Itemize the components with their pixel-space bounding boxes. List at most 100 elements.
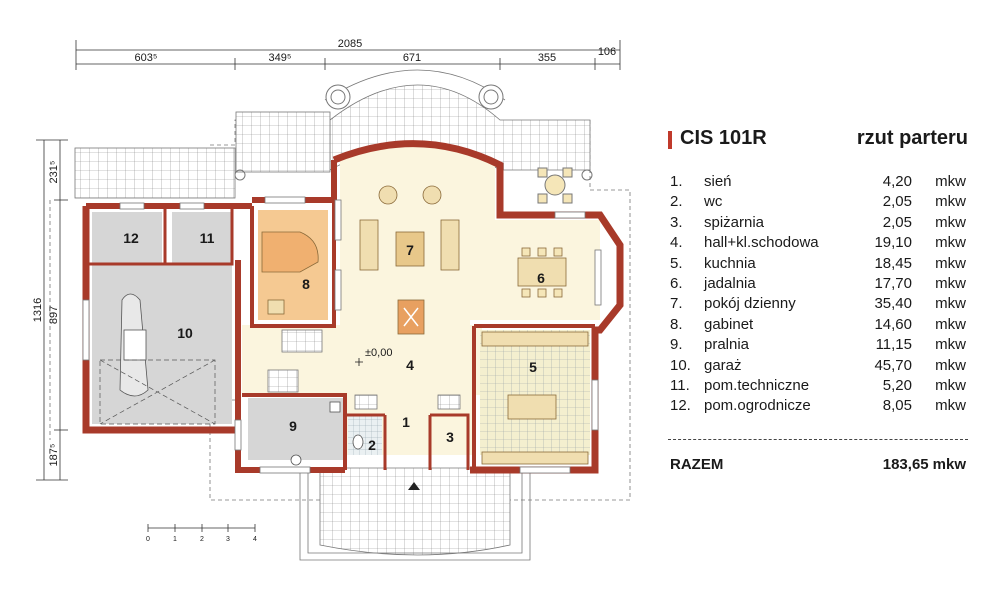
room-number: 2. — [670, 193, 683, 211]
room-label-4: 4 — [406, 357, 414, 373]
room-area: 14,60 — [874, 315, 912, 333]
room-label-12: 12 — [123, 230, 139, 246]
terrace-bottom — [299, 467, 531, 561]
room-label-3: 3 — [446, 429, 454, 445]
room-unit: mkw — [935, 336, 966, 354]
room-number: 11. — [670, 376, 690, 394]
dimension-left-1: 231⁵ — [48, 161, 60, 184]
room-row: 6. jadalnia 17,70 mkw — [668, 274, 968, 294]
room-name: jadalnia — [704, 274, 756, 292]
roof-outline — [49, 119, 631, 501]
dimension-top-3: 671 — [403, 52, 421, 64]
room-name: spiżarnia — [704, 213, 765, 231]
room-name: wc — [704, 193, 723, 211]
room-label-8: 8 — [302, 276, 310, 292]
scale-tick-2: 2 — [200, 536, 204, 543]
room-name: sień — [704, 173, 732, 190]
furniture — [119, 185, 589, 466]
room-row: 5. kuchnia 18,45 mkw — [668, 254, 968, 274]
room-area: 17,70 — [874, 274, 912, 292]
room-unit: mkw — [935, 356, 966, 374]
windows — [82, 196, 602, 474]
room-number: 5. — [670, 254, 683, 272]
room-unit: mkw — [935, 234, 966, 252]
project-code: CIS 101R — [680, 127, 767, 149]
room-number: 10. — [670, 356, 691, 374]
room-name: pom.ogrodnicze — [704, 397, 811, 415]
room-number: 3. — [670, 213, 683, 231]
scale-bar — [147, 524, 256, 532]
scale-tick-0: 0 — [146, 536, 150, 543]
garage-door-lines — [99, 359, 216, 425]
room-area: 4,20 — [882, 173, 912, 190]
legend-divider — [668, 438, 968, 440]
room-area: 19,10 — [874, 234, 912, 252]
room-number: 1. — [670, 173, 683, 190]
dimension-top-5: 106 — [598, 46, 616, 58]
room-name: gabinet — [704, 315, 754, 333]
dimension-top-1: 603⁵ — [135, 52, 158, 64]
room-unit: mkw — [935, 274, 966, 292]
room-area: 2,05 — [882, 213, 912, 231]
floor-plan: 1 2 3 4 5 6 7 8 9 10 11 12 ±0,00 2085 60… — [32, 38, 631, 561]
room-row: 2. wc 2,05 mkw — [668, 192, 968, 212]
level-marker: ±0,00 — [365, 347, 392, 359]
dimension-left-total: 1316 — [32, 298, 44, 322]
scale-tick-3: 3 — [226, 536, 230, 543]
room-label-1: 1 — [402, 414, 410, 430]
room-area: 5,20 — [882, 376, 912, 394]
dimension-left-3: 187⁵ — [48, 444, 60, 467]
room-number: 12. — [670, 397, 691, 415]
room-label-10: 10 — [177, 325, 193, 341]
dimension-top — [75, 40, 621, 70]
room-name: garaż — [704, 356, 742, 374]
room-unit: mkw — [935, 193, 966, 211]
room-name: kuchnia — [704, 254, 756, 272]
dimension-overall: 2085 — [338, 38, 362, 50]
total-label: RAZEM — [670, 455, 724, 473]
room-number: 9. — [670, 336, 683, 354]
room-area: 18,45 — [874, 254, 912, 272]
room-list: 1. sień 4,20 mkw 2. wc 2,05 mkw 3. spiżarnia 2,05 m… — [668, 172, 968, 417]
scale-tick-4: 4 — [253, 536, 257, 543]
room-number: 7. — [670, 295, 683, 313]
room-name: pralnia — [704, 336, 750, 354]
room-name: pom.techniczne — [704, 376, 810, 394]
total-area: 183,65 — [882, 455, 929, 473]
terrace-top — [74, 69, 593, 204]
room-label-11: 11 — [200, 230, 215, 246]
room-area: 35,40 — [874, 295, 912, 313]
room-number: 8. — [670, 315, 683, 333]
room-label-7: 7 — [406, 242, 414, 258]
dimension-top-4: 355 — [538, 52, 556, 64]
room-area: 11,15 — [875, 336, 912, 354]
room-labels: 1 2 3 4 5 6 7 8 9 10 11 12 — [123, 230, 545, 453]
room-number: 6. — [670, 274, 683, 292]
room-unit: mkw — [935, 213, 966, 231]
total-unit: mkw — [932, 455, 966, 473]
room-area: 2,05 — [882, 193, 912, 211]
dimension-left-2: 897 — [48, 306, 60, 324]
room-unit: mkw — [935, 295, 966, 313]
dimension-top-2: 349⁵ — [269, 52, 292, 64]
room-row: 11. pom.techniczne 5,20 mkw — [668, 376, 968, 396]
accent-bar — [668, 131, 672, 149]
room-number: 4. — [670, 234, 683, 252]
room-row: 7. pokój dzienny 35,40 mkw — [668, 294, 968, 314]
room-name: pokój dzienny — [704, 295, 796, 313]
room-label-5: 5 — [529, 359, 537, 375]
room-label-6: 6 — [537, 270, 545, 286]
plan-view-title: rzut parteru — [856, 127, 968, 149]
room-unit: mkw — [935, 315, 966, 333]
room-row: 9. pralnia 11,15 mkw — [668, 335, 968, 355]
room-label-2: 2 — [368, 437, 376, 453]
room-unit: mkw — [935, 376, 966, 394]
room-row: 8. gabinet 14,60 mkw — [668, 315, 968, 335]
room-area: 8,05 — [882, 397, 912, 415]
room-unit: mkw — [935, 254, 966, 272]
